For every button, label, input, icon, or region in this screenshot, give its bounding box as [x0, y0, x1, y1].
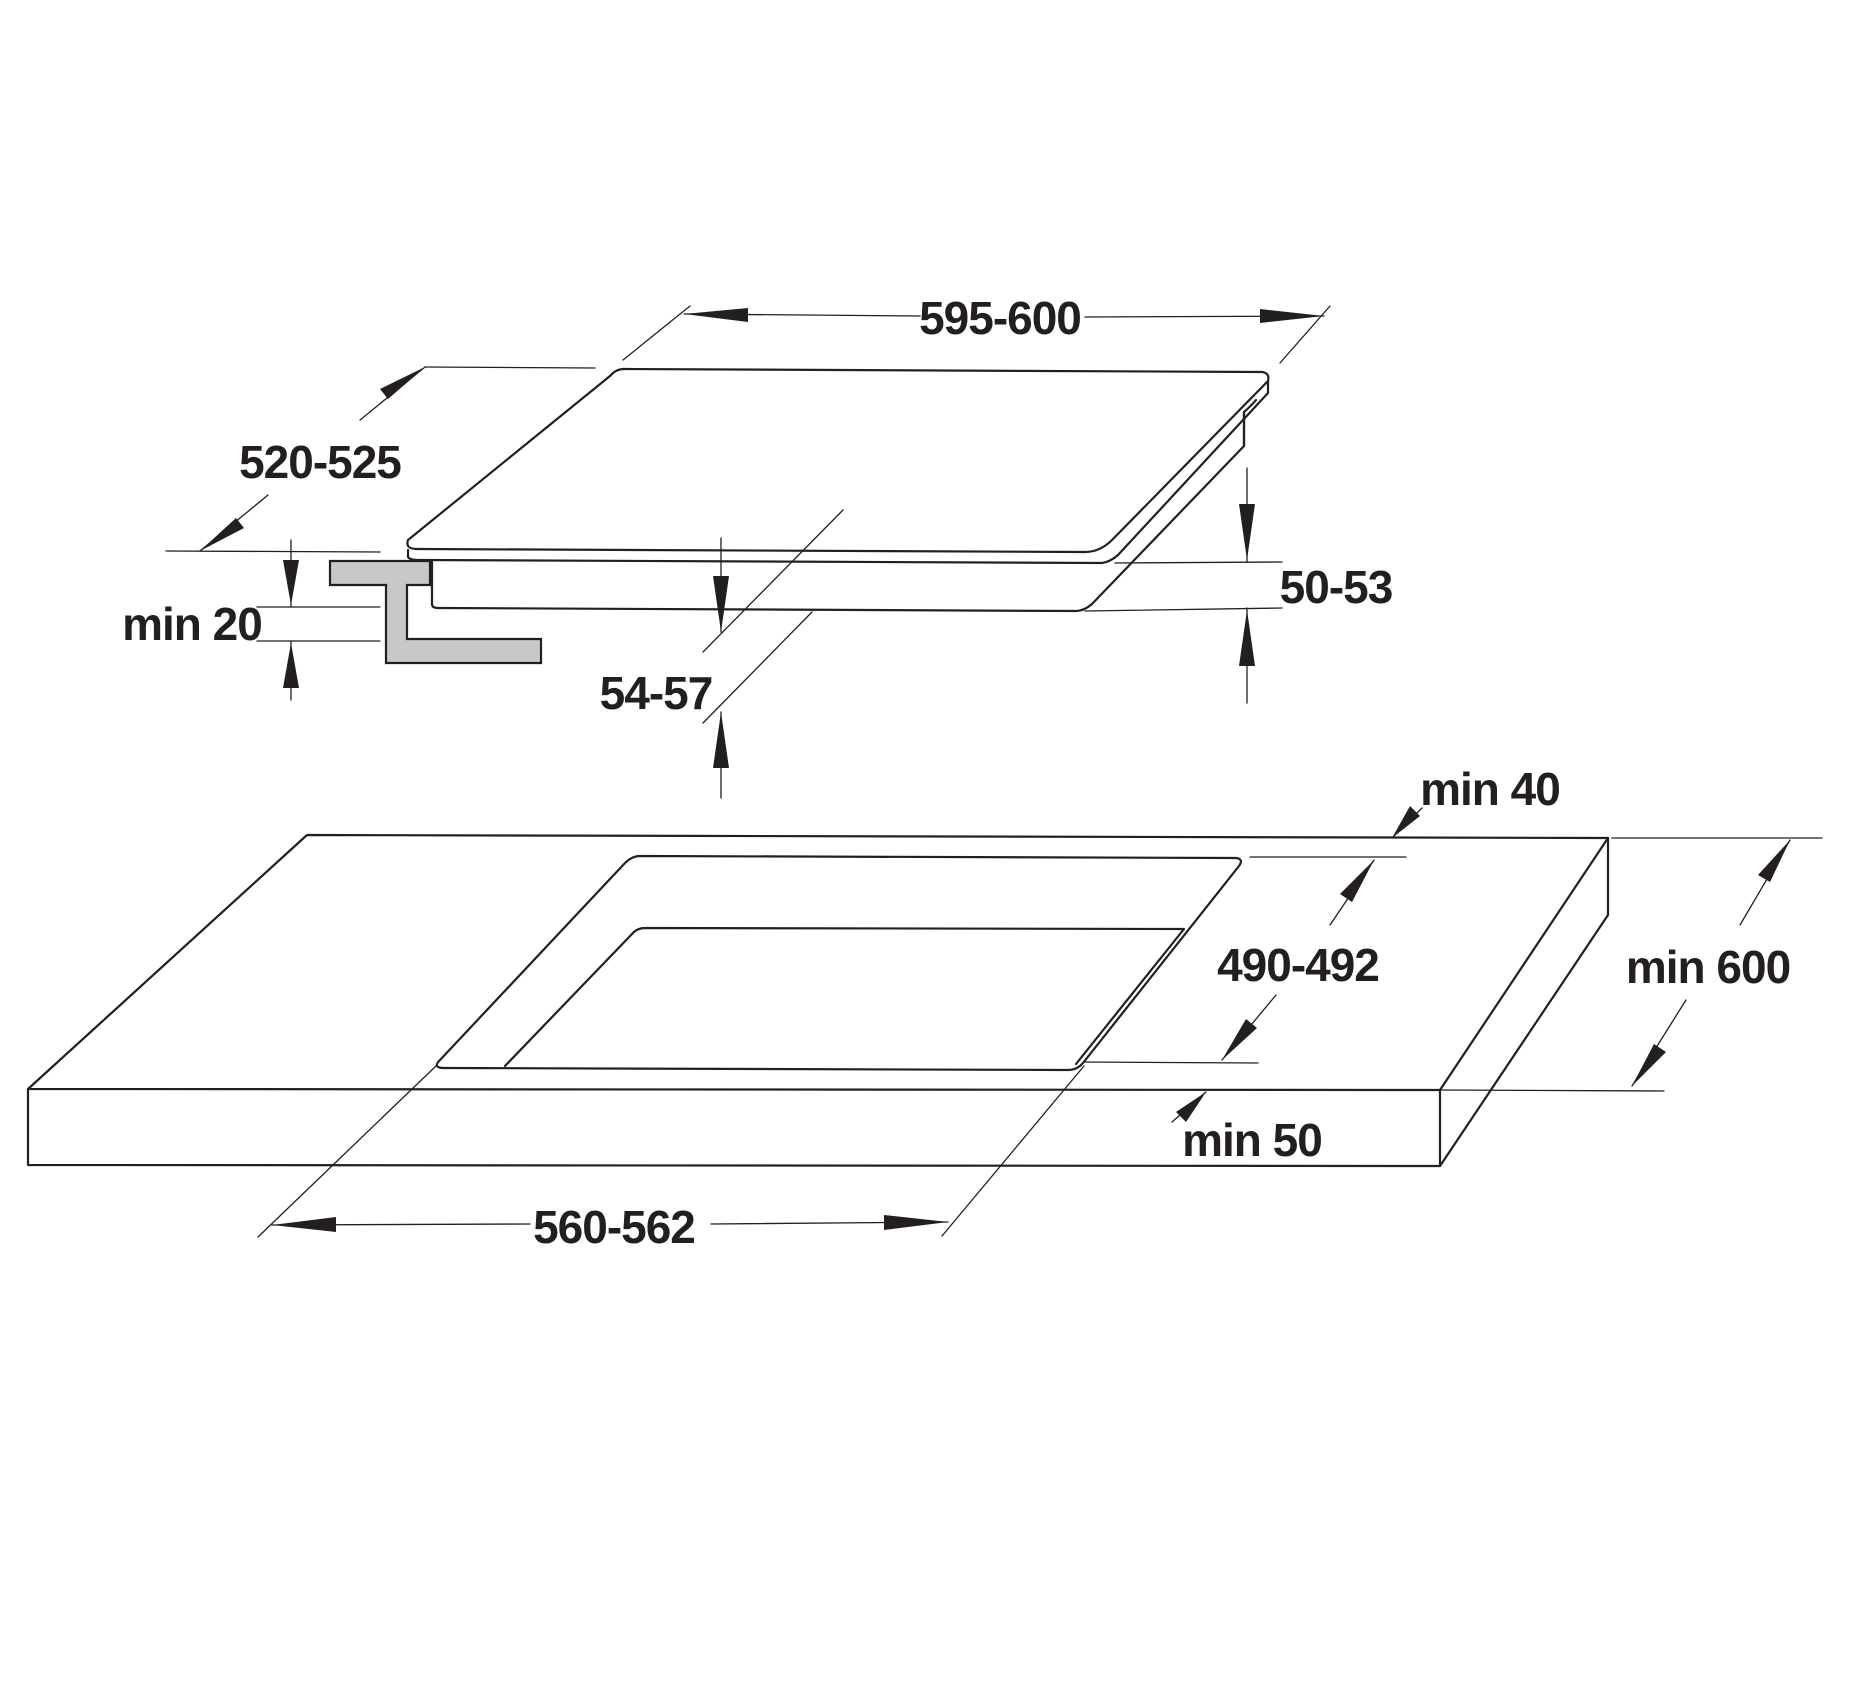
dimension-recess-depth: 54-57	[600, 509, 844, 799]
dimension-label-hob-width: 595-600	[919, 292, 1081, 344]
dimension-label-cutout-depth: 490-492	[1217, 939, 1379, 991]
worktop-cutout-inner	[503, 926, 1186, 1068]
dimension-cutout-depth: 490-492	[1083, 856, 1407, 1064]
hob-drawing	[328, 367, 1270, 665]
dimension-label-hob-depth: 520-525	[239, 436, 401, 488]
worktop-bracket	[328, 559, 543, 665]
dimension-label-min-rear: min 40	[1420, 763, 1560, 815]
arrow-head	[1239, 610, 1255, 666]
dimension-cutout-width: 560-562	[257, 1065, 1085, 1253]
arrow-head	[884, 1215, 948, 1230]
arrow-head	[380, 367, 425, 399]
dimension-label-cutout-width: 560-562	[533, 1201, 695, 1253]
dimension-worktop-thickness: min 20	[122, 539, 381, 701]
dimension-label-recess-depth: 54-57	[600, 667, 713, 719]
dimension-hob-depth: 520-525	[165, 366, 596, 553]
dimension-label-hob-height: 50-53	[1280, 561, 1393, 613]
hob-glass-top	[406, 367, 1270, 554]
dimension-min-rear: min 40	[1391, 763, 1561, 839]
dimension-min-front: min 50	[1171, 1091, 1323, 1166]
hob-glass-edge	[406, 379, 1270, 565]
arrow-head	[1758, 840, 1790, 882]
worktop-drawing	[26, 833, 1610, 1168]
arrow-head	[1632, 1044, 1666, 1086]
arrow-head	[713, 712, 729, 768]
arrow-head	[272, 1217, 336, 1232]
arrow-head	[1392, 806, 1420, 838]
dimension-hob-width: 595-600	[622, 292, 1331, 364]
arrow-head	[1239, 504, 1255, 560]
arrow-head	[1260, 309, 1324, 323]
arrow-head	[713, 576, 729, 632]
dimension-min-worktop-depth: min 600	[1439, 837, 1823, 1092]
worktop-cutout-outer	[435, 854, 1243, 1072]
hob-housing	[430, 398, 1258, 613]
dimension-label-worktop-thickness: min 20	[122, 598, 262, 650]
dimension-label-min-front: min 50	[1182, 1114, 1322, 1166]
worktop-side-face	[1438, 836, 1610, 1168]
arrow-head	[1176, 1092, 1206, 1122]
dimension-hob-height: 50-53	[1084, 467, 1393, 704]
arrow-head	[283, 643, 299, 688]
arrow-head	[1340, 860, 1374, 902]
worktop-front-face	[26, 1087, 1442, 1168]
arrow-head	[1222, 1019, 1257, 1060]
arrow-head	[283, 560, 299, 605]
dimension-label-min-worktop-depth: min 600	[1626, 941, 1790, 993]
arrow-head	[684, 308, 748, 322]
arrow-head	[200, 518, 244, 551]
